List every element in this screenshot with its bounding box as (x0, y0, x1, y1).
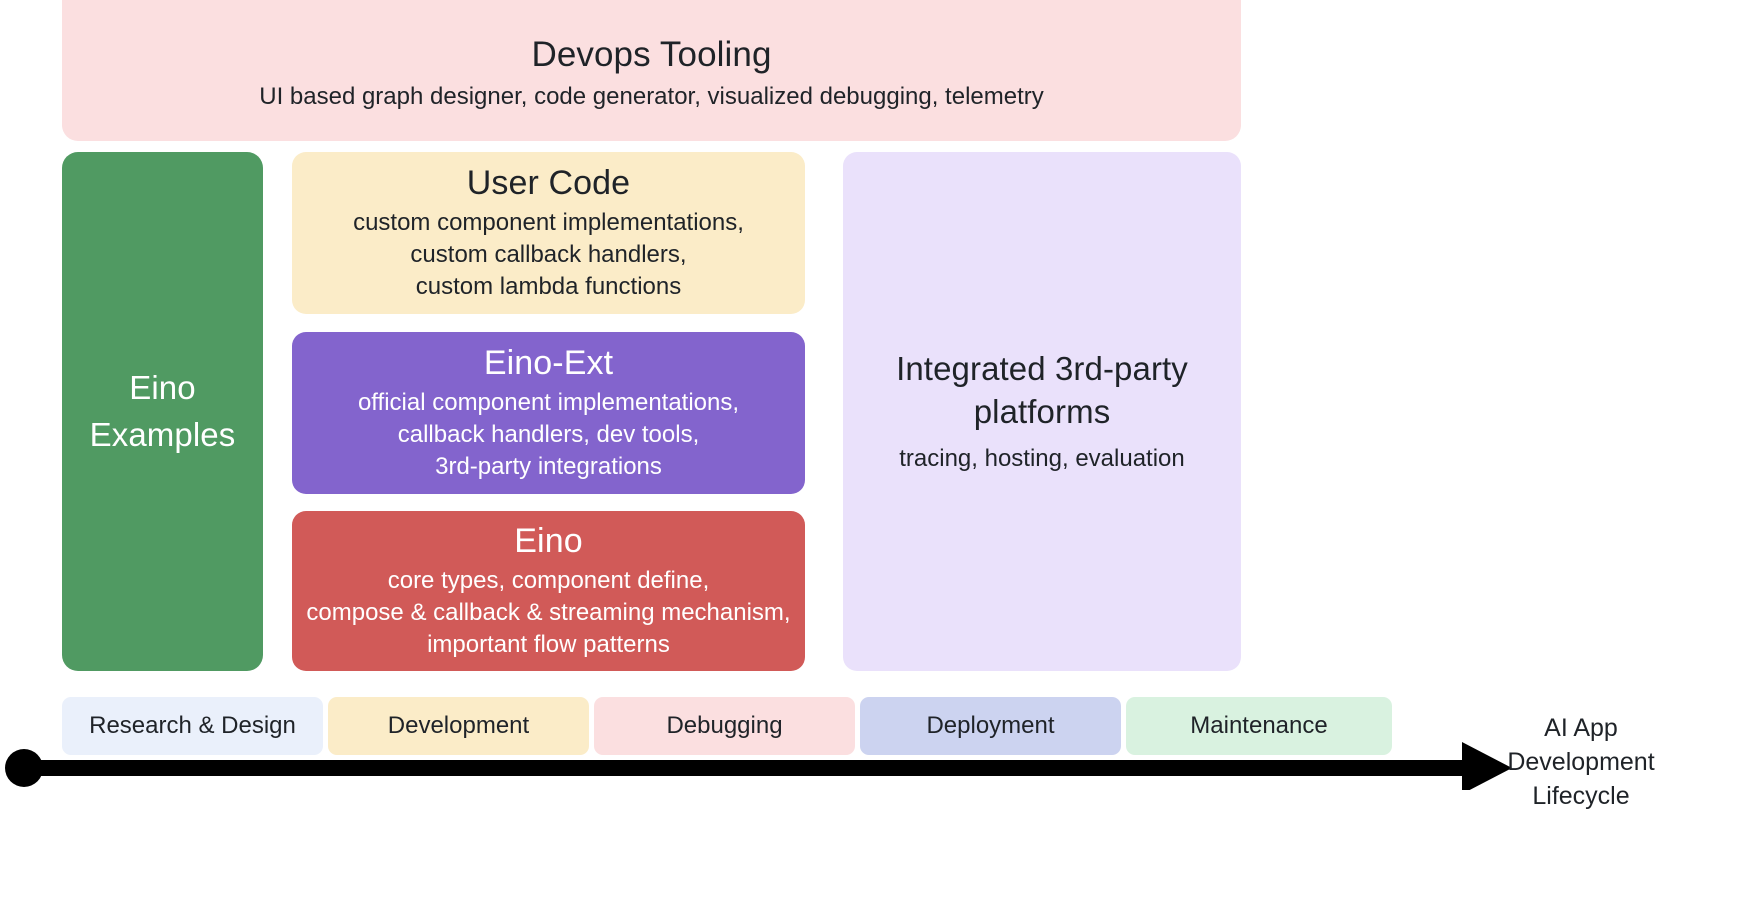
eino-core-box: Eino core types, component define, compo… (292, 511, 805, 671)
devops-tooling-box: Devops Tooling UI based graph designer, … (62, 0, 1241, 141)
integrated-platforms-subtitle: tracing, hosting, evaluation (899, 445, 1185, 473)
lifecycle-stage-label: Debugging (666, 712, 783, 739)
lifecycle-stage-research-design[interactable]: Research & Design (62, 697, 323, 755)
lifecycle-stage-label: Deployment (926, 712, 1055, 739)
eino-ext-box: Eino-Ext official component implementati… (292, 332, 805, 494)
eino-ext-title: Eino-Ext (483, 344, 614, 383)
user-code-subtitle: custom component implementations, custom… (353, 209, 744, 300)
integrated-platforms-box: Integrated 3rd-party platforms tracing, … (843, 152, 1241, 671)
eino-examples-title: Eino Examples (89, 368, 236, 453)
timeline-shaft (24, 760, 1479, 776)
eino-core-subtitle: core types, component define, compose & … (306, 567, 791, 658)
lifecycle-stage-deployment[interactable]: Deployment (860, 697, 1121, 755)
lifecycle-stage-label: Research & Design (89, 712, 296, 739)
lifecycle-stage-development[interactable]: Development (328, 697, 589, 755)
lifecycle-stage-label: Maintenance (1190, 712, 1328, 739)
lifecycle-stage-maintenance[interactable]: Maintenance (1126, 697, 1392, 755)
lifecycle-stage-label: Development (387, 712, 530, 739)
integrated-platforms-title: Integrated 3rd-party platforms (896, 349, 1188, 430)
eino-core-title: Eino (514, 522, 583, 561)
user-code-title: User Code (466, 164, 631, 203)
lifecycle-stage-debugging[interactable]: Debugging (594, 697, 855, 755)
devops-tooling-title: Devops Tooling (531, 34, 772, 74)
devops-tooling-subtitle: UI based graph designer, code generator,… (259, 83, 1044, 111)
eino-ext-subtitle: official component implementations, call… (357, 389, 740, 480)
lifecycle-axis-caption: AI App Development Lifecycle (1507, 714, 1655, 810)
eino-examples-box: Eino Examples (62, 152, 263, 671)
timeline-start-dot (5, 749, 43, 787)
user-code-box: User Code custom component implementatio… (292, 152, 805, 314)
